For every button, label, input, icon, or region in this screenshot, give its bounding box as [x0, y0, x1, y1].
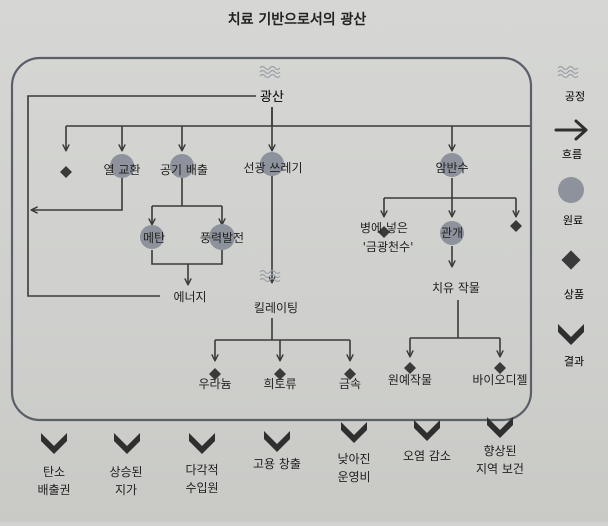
node-air-exhaust: 공기 배출: [160, 163, 208, 177]
result-line1: 다각적: [185, 463, 218, 477]
node-heat-exchange: 열 교환: [104, 163, 141, 177]
result-chevron-icon: [189, 433, 215, 454]
node-irrigation: 관개: [441, 226, 463, 240]
legend-process-icon: [557, 65, 579, 79]
raw-circle: [260, 152, 284, 176]
raw-circle: [140, 225, 164, 249]
legend-raw-icon: [558, 177, 584, 203]
results-row: 탄소 배출권 상승된 지가 다각적 수입원 고용 창출 낮아진 운영비 오염 감…: [37, 417, 524, 497]
result-chevron-icon: [414, 420, 440, 441]
node-product-1: 우라늄: [198, 377, 231, 391]
legend-result-icon: [558, 324, 584, 345]
node-product-3: 금속: [339, 377, 361, 391]
process-wave-icon: [259, 269, 281, 283]
legend-product-label: 상품: [564, 288, 584, 301]
result-line2: 배출권: [37, 483, 70, 497]
legend-product-icon: [561, 250, 581, 270]
node-wind-power: 풍력발전: [200, 231, 244, 245]
node-mine: 광산: [260, 90, 284, 105]
result-chevron-icon: [114, 433, 140, 454]
node-product-2: 희토류: [263, 377, 296, 391]
node-tailings: 선광 쓰레기: [243, 161, 302, 175]
product-diamond-icon: [510, 220, 522, 232]
raw-circle: [209, 224, 235, 250]
node-healing-crops: 치유 작물: [432, 281, 480, 295]
node-waste-water: 암반수: [435, 161, 468, 175]
node-bottled: 병에 넣은: [360, 221, 408, 235]
node-raw-crops: 원예작물: [388, 373, 432, 387]
legend-result-label: 결과: [564, 355, 584, 368]
result-line2: 지역 보건: [476, 462, 524, 476]
result-line1: 향상된: [483, 444, 516, 458]
node-methane: 메탄: [143, 231, 165, 245]
diagram-title: 치료 기반으로서의 광산: [228, 11, 367, 28]
node-energy: 에너지: [173, 290, 206, 304]
legend-raw-label: 원료: [563, 214, 583, 227]
raw-circles: [110, 152, 464, 250]
product-diamond-icon: [60, 166, 72, 178]
raw-circle: [440, 153, 464, 177]
node-bottled-name: '금광천수': [363, 239, 414, 254]
raw-circle: [170, 154, 194, 178]
result-line1: 오염 감소: [403, 449, 451, 463]
result-chevron-icon: [264, 431, 290, 452]
result-line1: 상승된: [109, 465, 142, 479]
result-chevron-icon: [341, 422, 367, 443]
node-biodiesel: 바이오디젤: [472, 373, 527, 387]
result-line1: 낮아진: [337, 452, 370, 466]
flow-lines: [27, 95, 530, 360]
raw-circle: [440, 221, 464, 245]
node-chelating: 킬레이팅: [254, 301, 298, 315]
process-wave-icon: [259, 65, 281, 79]
legend-flow-icon: [554, 119, 588, 141]
result-line2: 운영비: [337, 470, 370, 484]
process-frame: [10, 56, 533, 422]
legend-process-label: 공정: [565, 90, 585, 103]
result-line1: 탄소: [43, 465, 65, 479]
result-line2: 지가: [115, 483, 137, 497]
result-chevron-icon: [41, 433, 67, 454]
legend: 공정 흐름 원료 상품 결과: [554, 65, 588, 368]
legend-flow-label: 흐름: [562, 148, 582, 161]
result-line2: 수입원: [185, 481, 218, 495]
raw-circle: [110, 154, 134, 178]
result-line1: 고용 창출: [253, 457, 301, 471]
